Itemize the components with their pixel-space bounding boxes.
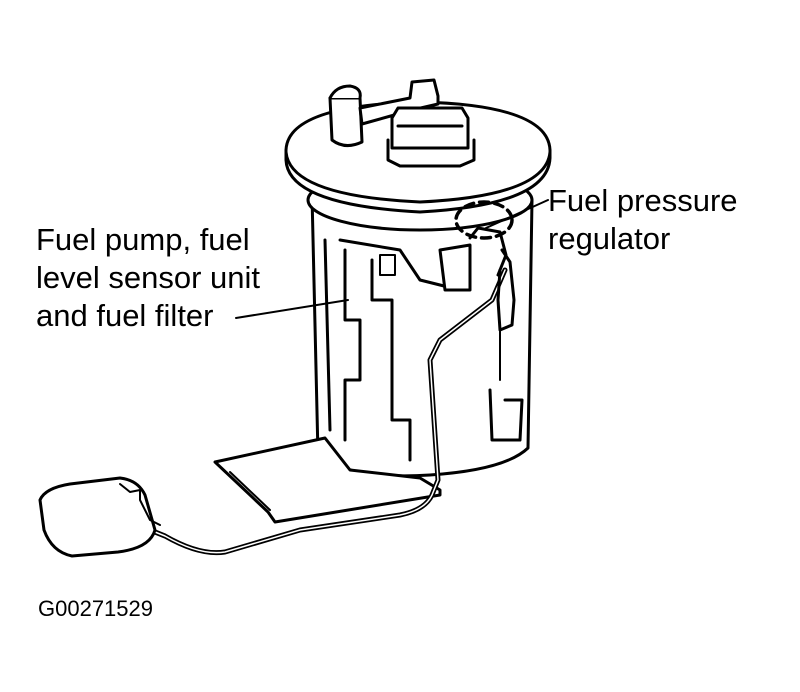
leader-line-regulator	[485, 199, 549, 229]
regulator-callout-line-2: regulator	[548, 221, 671, 256]
fuel-outlet-pipe	[328, 78, 440, 147]
regulator-callout: Fuel pressure regulator	[548, 182, 738, 258]
pump-callout-line-1: Fuel pump, fuel	[36, 222, 250, 257]
leader-line-pump	[235, 299, 349, 319]
pump-callout-line-2: level sensor unit	[36, 260, 261, 295]
regulator-callout-line-1: Fuel pressure	[548, 183, 738, 218]
electrical-connector	[386, 106, 476, 168]
level-sensor-float	[38, 476, 161, 558]
pump-assembly-callout: Fuel pump, fuel level sensor unit and fu…	[36, 221, 260, 335]
figure-id: G00271529	[38, 596, 153, 621]
fuel-pressure-regulator	[454, 200, 516, 332]
pump-callout-line-3: and fuel filter	[36, 298, 214, 333]
fuel-filter	[213, 436, 442, 524]
